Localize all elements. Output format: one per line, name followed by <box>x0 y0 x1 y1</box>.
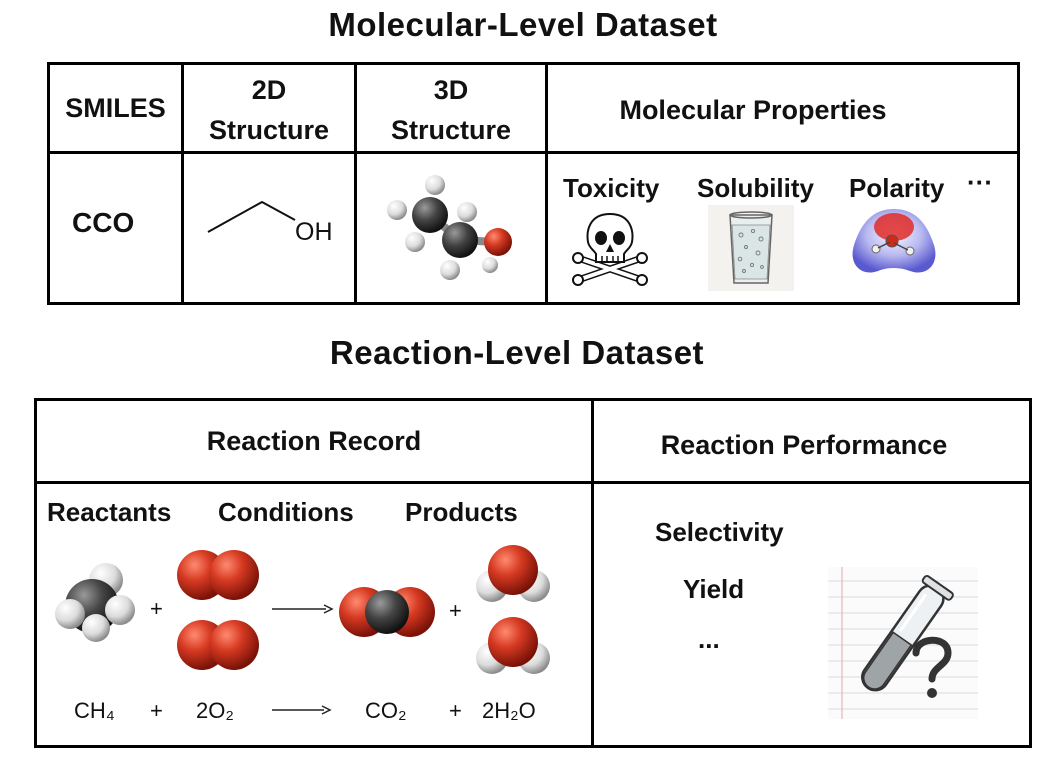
oxygen-molecule-1 <box>177 550 259 600</box>
c-atom <box>442 222 478 258</box>
water-glass-icon <box>708 205 794 291</box>
molecular-title: Molecular-Level Dataset <box>328 6 718 43</box>
skull-crossbones-icon <box>572 212 648 286</box>
h-atom <box>425 175 445 195</box>
equation-arrow-icon <box>272 705 332 715</box>
header-reaction-record: Reaction Record <box>206 426 422 456</box>
h-atom <box>440 260 460 280</box>
h-atom <box>387 200 407 220</box>
column-conditions: Conditions <box>218 497 354 527</box>
smiles-value: CCO <box>72 207 135 238</box>
h-atom <box>457 202 477 222</box>
performance-yield: Yield <box>683 574 745 604</box>
header-3d-line2: Structure <box>390 115 512 145</box>
properties-ellipsis: ··· <box>967 167 993 197</box>
h-atom <box>405 232 425 252</box>
equation-product-h2o: 2H₂O <box>482 698 536 723</box>
methane-space-fill <box>55 563 135 642</box>
header-smiles: SMILES <box>65 93 166 123</box>
equation-product-co2: CO₂ <box>365 698 407 723</box>
performance-selectivity: Selectivity <box>655 517 784 547</box>
reaction-title: Reaction-Level Dataset <box>329 334 705 371</box>
reaction-arrow-icon <box>272 604 334 614</box>
performance-ellipsis: ... <box>698 624 720 654</box>
water-molecule-2 <box>476 617 550 674</box>
carbon-dioxide-space-fill <box>339 587 435 637</box>
water-molecule-1 <box>476 545 550 602</box>
electrostatic-potential-icon <box>852 209 936 273</box>
equation-plus: + <box>449 698 462 723</box>
header-3d-line1: 3D <box>433 75 469 105</box>
plus-sign: + <box>150 596 163 621</box>
h-atom <box>482 257 498 273</box>
header-2d-line1: 2D <box>251 75 287 105</box>
plus-sign: + <box>449 598 462 623</box>
property-solubility: Solubility <box>697 173 814 203</box>
ethanol-2d-skeletal <box>207 200 296 233</box>
property-toxicity: Toxicity <box>563 173 660 203</box>
equation-reactant-o2: 2O₂ <box>196 698 234 723</box>
header-reaction-performance: Reaction Performance <box>660 430 948 460</box>
c-atom <box>412 197 448 233</box>
test-tube-question-icon <box>828 567 978 719</box>
header-molecular-properties: Molecular Properties <box>619 95 887 125</box>
o-atom <box>484 228 512 256</box>
equation-reactant-ch4: CH₄ <box>74 698 115 723</box>
header-2d-line2: Structure <box>208 115 330 145</box>
ethanol-3d-model <box>387 175 512 280</box>
oh-label: OH <box>295 218 333 246</box>
property-polarity: Polarity <box>849 173 945 203</box>
equation-plus: + <box>150 698 163 723</box>
oxygen-molecule-2 <box>177 620 259 670</box>
column-products: Products <box>405 497 518 527</box>
column-reactants: Reactants <box>47 497 172 527</box>
